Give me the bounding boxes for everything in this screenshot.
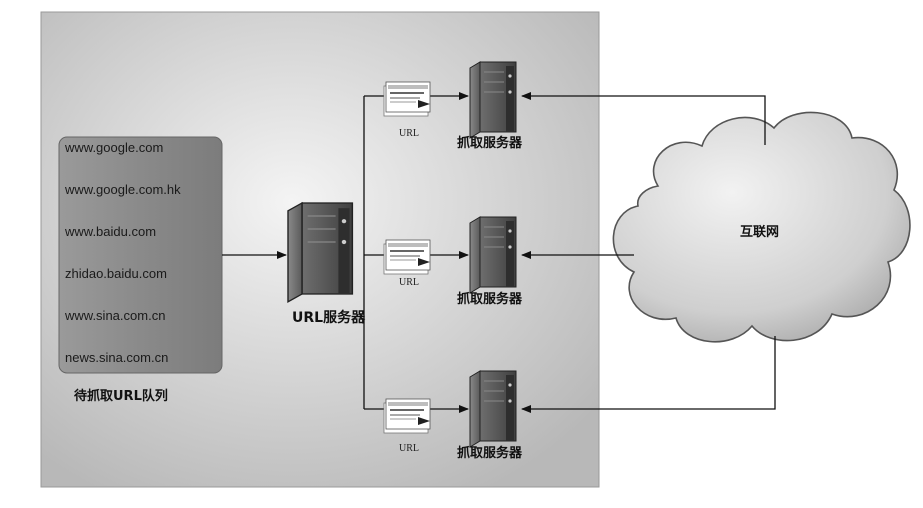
- crawler-server-label: 抓取服务器: [457, 445, 523, 461]
- crawler-server-icon: [469, 61, 517, 139]
- internet-to-crawler-arrows: [521, 92, 776, 413]
- internet-cloud-icon: 互联网: [612, 111, 911, 343]
- crawler-server-icon: [469, 216, 517, 294]
- queue-item: news.sina.com.cn: [65, 350, 168, 365]
- crawler-server-icon: [469, 370, 517, 448]
- url-queue: www.google.com www.google.com.hk www.bai…: [58, 136, 223, 374]
- internet-label: 互联网: [740, 225, 779, 240]
- queue-item: www.google.com: [64, 140, 163, 155]
- queue-title: 待抓取URL队列: [73, 388, 168, 404]
- url-doc-label: URL: [399, 277, 419, 288]
- queue-item: zhidao.baidu.com: [65, 266, 167, 281]
- url-doc-label: URL: [399, 128, 419, 139]
- url-server-icon: [287, 202, 354, 303]
- crawler-server-label: 抓取服务器: [457, 291, 523, 307]
- queue-item: www.baidu.com: [64, 224, 156, 239]
- queue-item: www.sina.com.cn: [64, 308, 165, 323]
- url-doc-icon: [383, 398, 431, 434]
- url-doc-label: URL: [399, 443, 419, 454]
- url-doc-icon: [383, 239, 431, 275]
- url-doc-icon: [383, 81, 431, 117]
- url-server-label: URL服务器: [292, 309, 366, 326]
- queue-item: www.google.com.hk: [64, 182, 181, 197]
- crawler-server-label: 抓取服务器: [457, 135, 523, 151]
